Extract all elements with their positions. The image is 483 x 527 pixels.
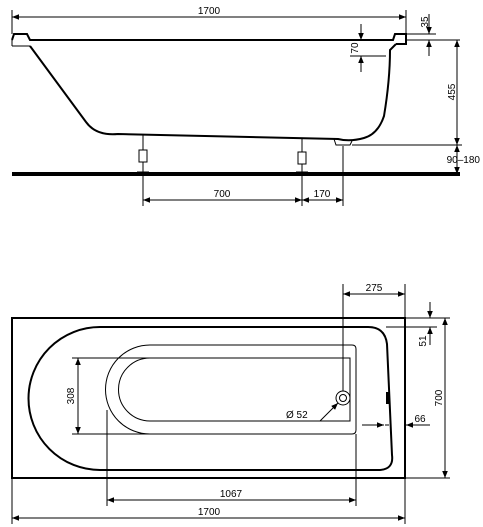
dim-drain-diameter-label: Ø 52 — [286, 410, 308, 421]
tub-rim — [11, 33, 407, 45]
leg-left — [137, 134, 149, 173]
tub-outer-rim — [11, 317, 406, 479]
dim-inner-length-label: 1067 — [220, 489, 243, 500]
dim-rim-height-label: 35 — [420, 16, 431, 28]
tub-basin-inner — [118, 357, 351, 422]
dim-head-width: 308 — [66, 357, 150, 435]
tub-inner-outline — [27, 326, 394, 471]
overflow-slot — [386, 392, 389, 404]
drain-inner-ring — [339, 394, 347, 402]
dim-top-length: 1700 — [11, 478, 406, 524]
dim-drain-offset-label: 170 — [314, 189, 331, 200]
side-view: 1700 35 70 455 90–180 — [11, 6, 481, 206]
dim-tub-height: 455 — [352, 40, 462, 146]
dim-leg-spacing: 700 170 — [142, 146, 344, 206]
dim-width-label: 700 — [434, 389, 445, 406]
tub-body-outline — [29, 43, 397, 142]
dim-drain-inset: 51 — [386, 302, 450, 347]
dim-leg-adjust: 90–180 — [447, 145, 481, 174]
dim-side-length: 1700 — [11, 6, 407, 34]
drain-outlet — [333, 138, 353, 146]
dim-head-width-label: 308 — [66, 387, 77, 404]
dim-side-length-label: 1700 — [198, 6, 221, 17]
dim-overflow-depth-label: 70 — [350, 42, 361, 54]
leg-right — [296, 138, 308, 173]
dim-inner-length: 1067 — [106, 410, 357, 506]
dim-drain-from-end-label: 275 — [366, 283, 383, 294]
dim-leg-adjust-label: 90–180 — [447, 155, 481, 166]
dim-drain-inset-label: 51 — [418, 335, 429, 347]
top-view: 275 51 700 66 Ø 52 — [11, 283, 450, 524]
dim-overflow-offset: 66 — [362, 414, 430, 428]
dim-overflow-offset-label: 66 — [414, 414, 426, 425]
dim-width: 700 — [405, 318, 450, 479]
dim-leg-spacing-label: 700 — [214, 189, 231, 200]
tub-basin-bottom — [105, 344, 357, 435]
dim-overflow-depth: 70 — [350, 24, 386, 72]
dim-top-length-label: 1700 — [198, 507, 221, 518]
dim-drain-diameter: Ø 52 — [283, 402, 339, 422]
dim-rim-height: 35 — [406, 14, 460, 56]
dim-drain-from-end: 275 — [342, 283, 406, 391]
drain-outer-ring — [335, 390, 351, 406]
dim-tub-height-label: 455 — [447, 83, 458, 100]
